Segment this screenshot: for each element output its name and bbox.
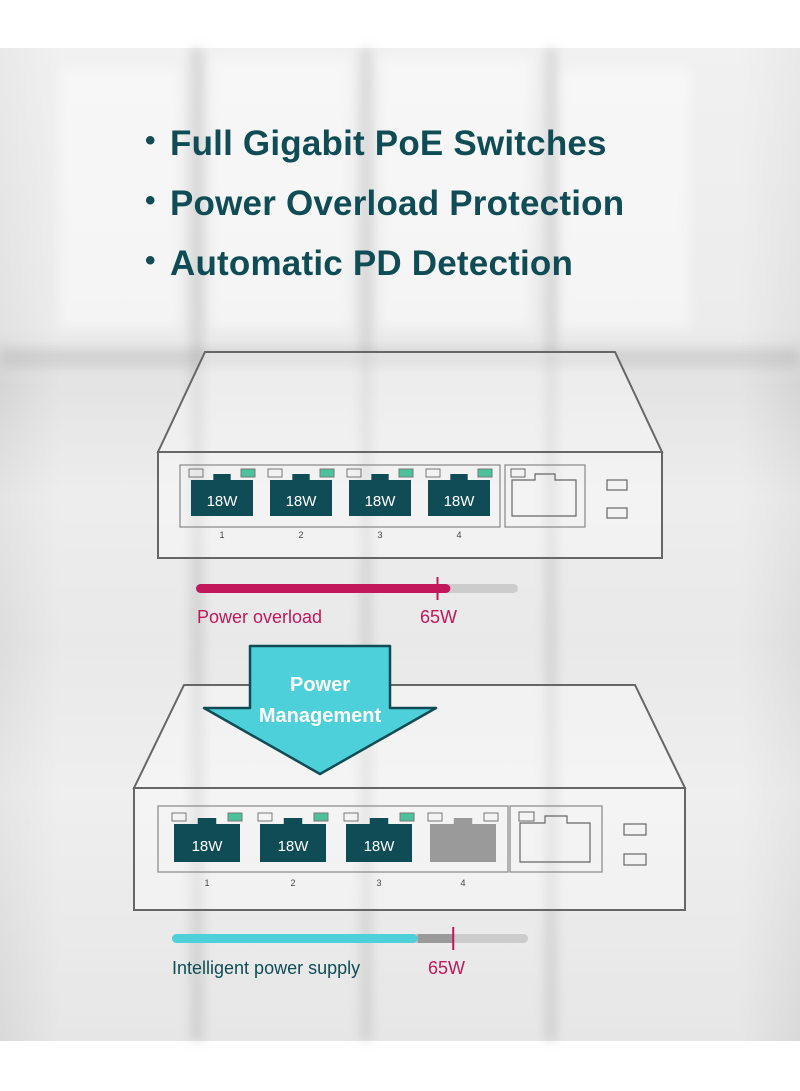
port-number: 3 <box>376 878 381 888</box>
port-number: 3 <box>377 530 382 540</box>
uplink-port-icon <box>511 473 577 517</box>
feature-item: • Automatic PD Detection <box>145 244 624 304</box>
port-number: 4 <box>456 530 461 540</box>
ethernet-port: 18W 2 <box>267 468 335 540</box>
power-bar-label: Intelligent power supply <box>172 958 360 978</box>
ethernet-port: 18W 1 <box>171 812 243 888</box>
port-led <box>399 812 415 822</box>
switch-bottom-lid <box>132 684 687 789</box>
port-group-frame <box>157 805 509 873</box>
port-led <box>171 812 187 822</box>
port-body <box>428 474 490 516</box>
power-limit-label: 65W <box>420 607 457 627</box>
port-led <box>398 468 414 478</box>
port-led <box>313 812 329 822</box>
switch-top <box>156 351 664 559</box>
switch-bottom-ports: 18W 1 18W 2 18W 3 4 <box>171 812 499 888</box>
port-led <box>188 468 204 478</box>
port-body <box>191 474 253 516</box>
port-led <box>427 812 443 822</box>
port-body <box>346 818 412 862</box>
power-limit-label: 65W <box>428 958 465 978</box>
port-power-label: 18W <box>207 493 239 510</box>
ethernet-port: 18W 4 <box>425 468 493 540</box>
port-body <box>270 474 332 516</box>
port-led <box>227 812 243 822</box>
uplink-frame <box>509 805 603 873</box>
power-bar-fill <box>196 584 451 593</box>
ethernet-port: 18W 1 <box>188 468 256 540</box>
uplink-led <box>510 468 526 478</box>
feature-list: • Full Gigabit PoE Switches • Power Overlo… <box>145 124 624 304</box>
bullet-dot: • <box>145 244 156 277</box>
arrow-text-line2: Management <box>259 705 382 727</box>
port-power-label: 18W <box>365 493 397 510</box>
down-arrow-icon <box>202 644 438 776</box>
ethernet-port: 4 <box>427 812 499 888</box>
power-management-arrow: Power Management <box>202 644 438 776</box>
port-number: 1 <box>204 878 209 888</box>
status-led <box>606 479 628 491</box>
port-number: 2 <box>298 530 303 540</box>
uplink-frame <box>504 464 586 528</box>
ethernet-port: 18W 3 <box>346 468 414 540</box>
port-number: 1 <box>219 530 224 540</box>
port-led <box>346 468 362 478</box>
bullet-dot: • <box>145 184 156 217</box>
port-power-label: 18W <box>364 838 396 855</box>
ethernet-port: 18W 2 <box>257 812 329 888</box>
power-bar-label: Power overload <box>197 607 322 627</box>
feature-item: • Power Overload Protection <box>145 184 624 244</box>
switch-top-ports: 18W 1 18W 2 18W 3 18W 4 <box>188 468 493 540</box>
port-led <box>483 812 499 822</box>
status-led <box>623 823 647 836</box>
port-led <box>425 468 441 478</box>
switch-top-lid <box>156 351 664 453</box>
feature-text: Automatic PD Detection <box>170 244 574 283</box>
port-power-label: 18W <box>192 838 224 855</box>
port-led <box>319 468 335 478</box>
port-led <box>257 812 273 822</box>
port-led <box>267 468 283 478</box>
feature-text: Full Gigabit PoE Switches <box>170 124 607 163</box>
status-led <box>606 507 628 519</box>
arrow-text-line1: Power <box>290 674 350 696</box>
ethernet-port: 18W 3 <box>343 812 415 888</box>
uplink-led <box>518 811 535 822</box>
port-body <box>430 818 496 862</box>
port-number: 2 <box>290 878 295 888</box>
power-bar-reserve <box>417 934 454 943</box>
power-bar-top: Power overload 65W <box>196 577 518 627</box>
port-number: 4 <box>460 878 465 888</box>
port-body <box>174 818 240 862</box>
power-bar-fill <box>172 934 418 943</box>
status-led <box>623 853 647 866</box>
port-led <box>343 812 359 822</box>
port-led <box>240 468 256 478</box>
bullet-dot: • <box>145 124 156 157</box>
feature-item: • Full Gigabit PoE Switches <box>145 124 624 184</box>
power-bar-bottom: Intelligent power supply 65W <box>172 927 528 978</box>
feature-text: Power Overload Protection <box>170 184 625 223</box>
port-power-label: 18W <box>278 838 310 855</box>
port-body <box>349 474 411 516</box>
port-body <box>260 818 326 862</box>
uplink-port-icon <box>519 815 591 863</box>
port-led <box>477 468 493 478</box>
port-power-label: 18W <box>444 493 476 510</box>
port-power-label: 18W <box>286 493 318 510</box>
port-group-frame <box>179 464 501 528</box>
